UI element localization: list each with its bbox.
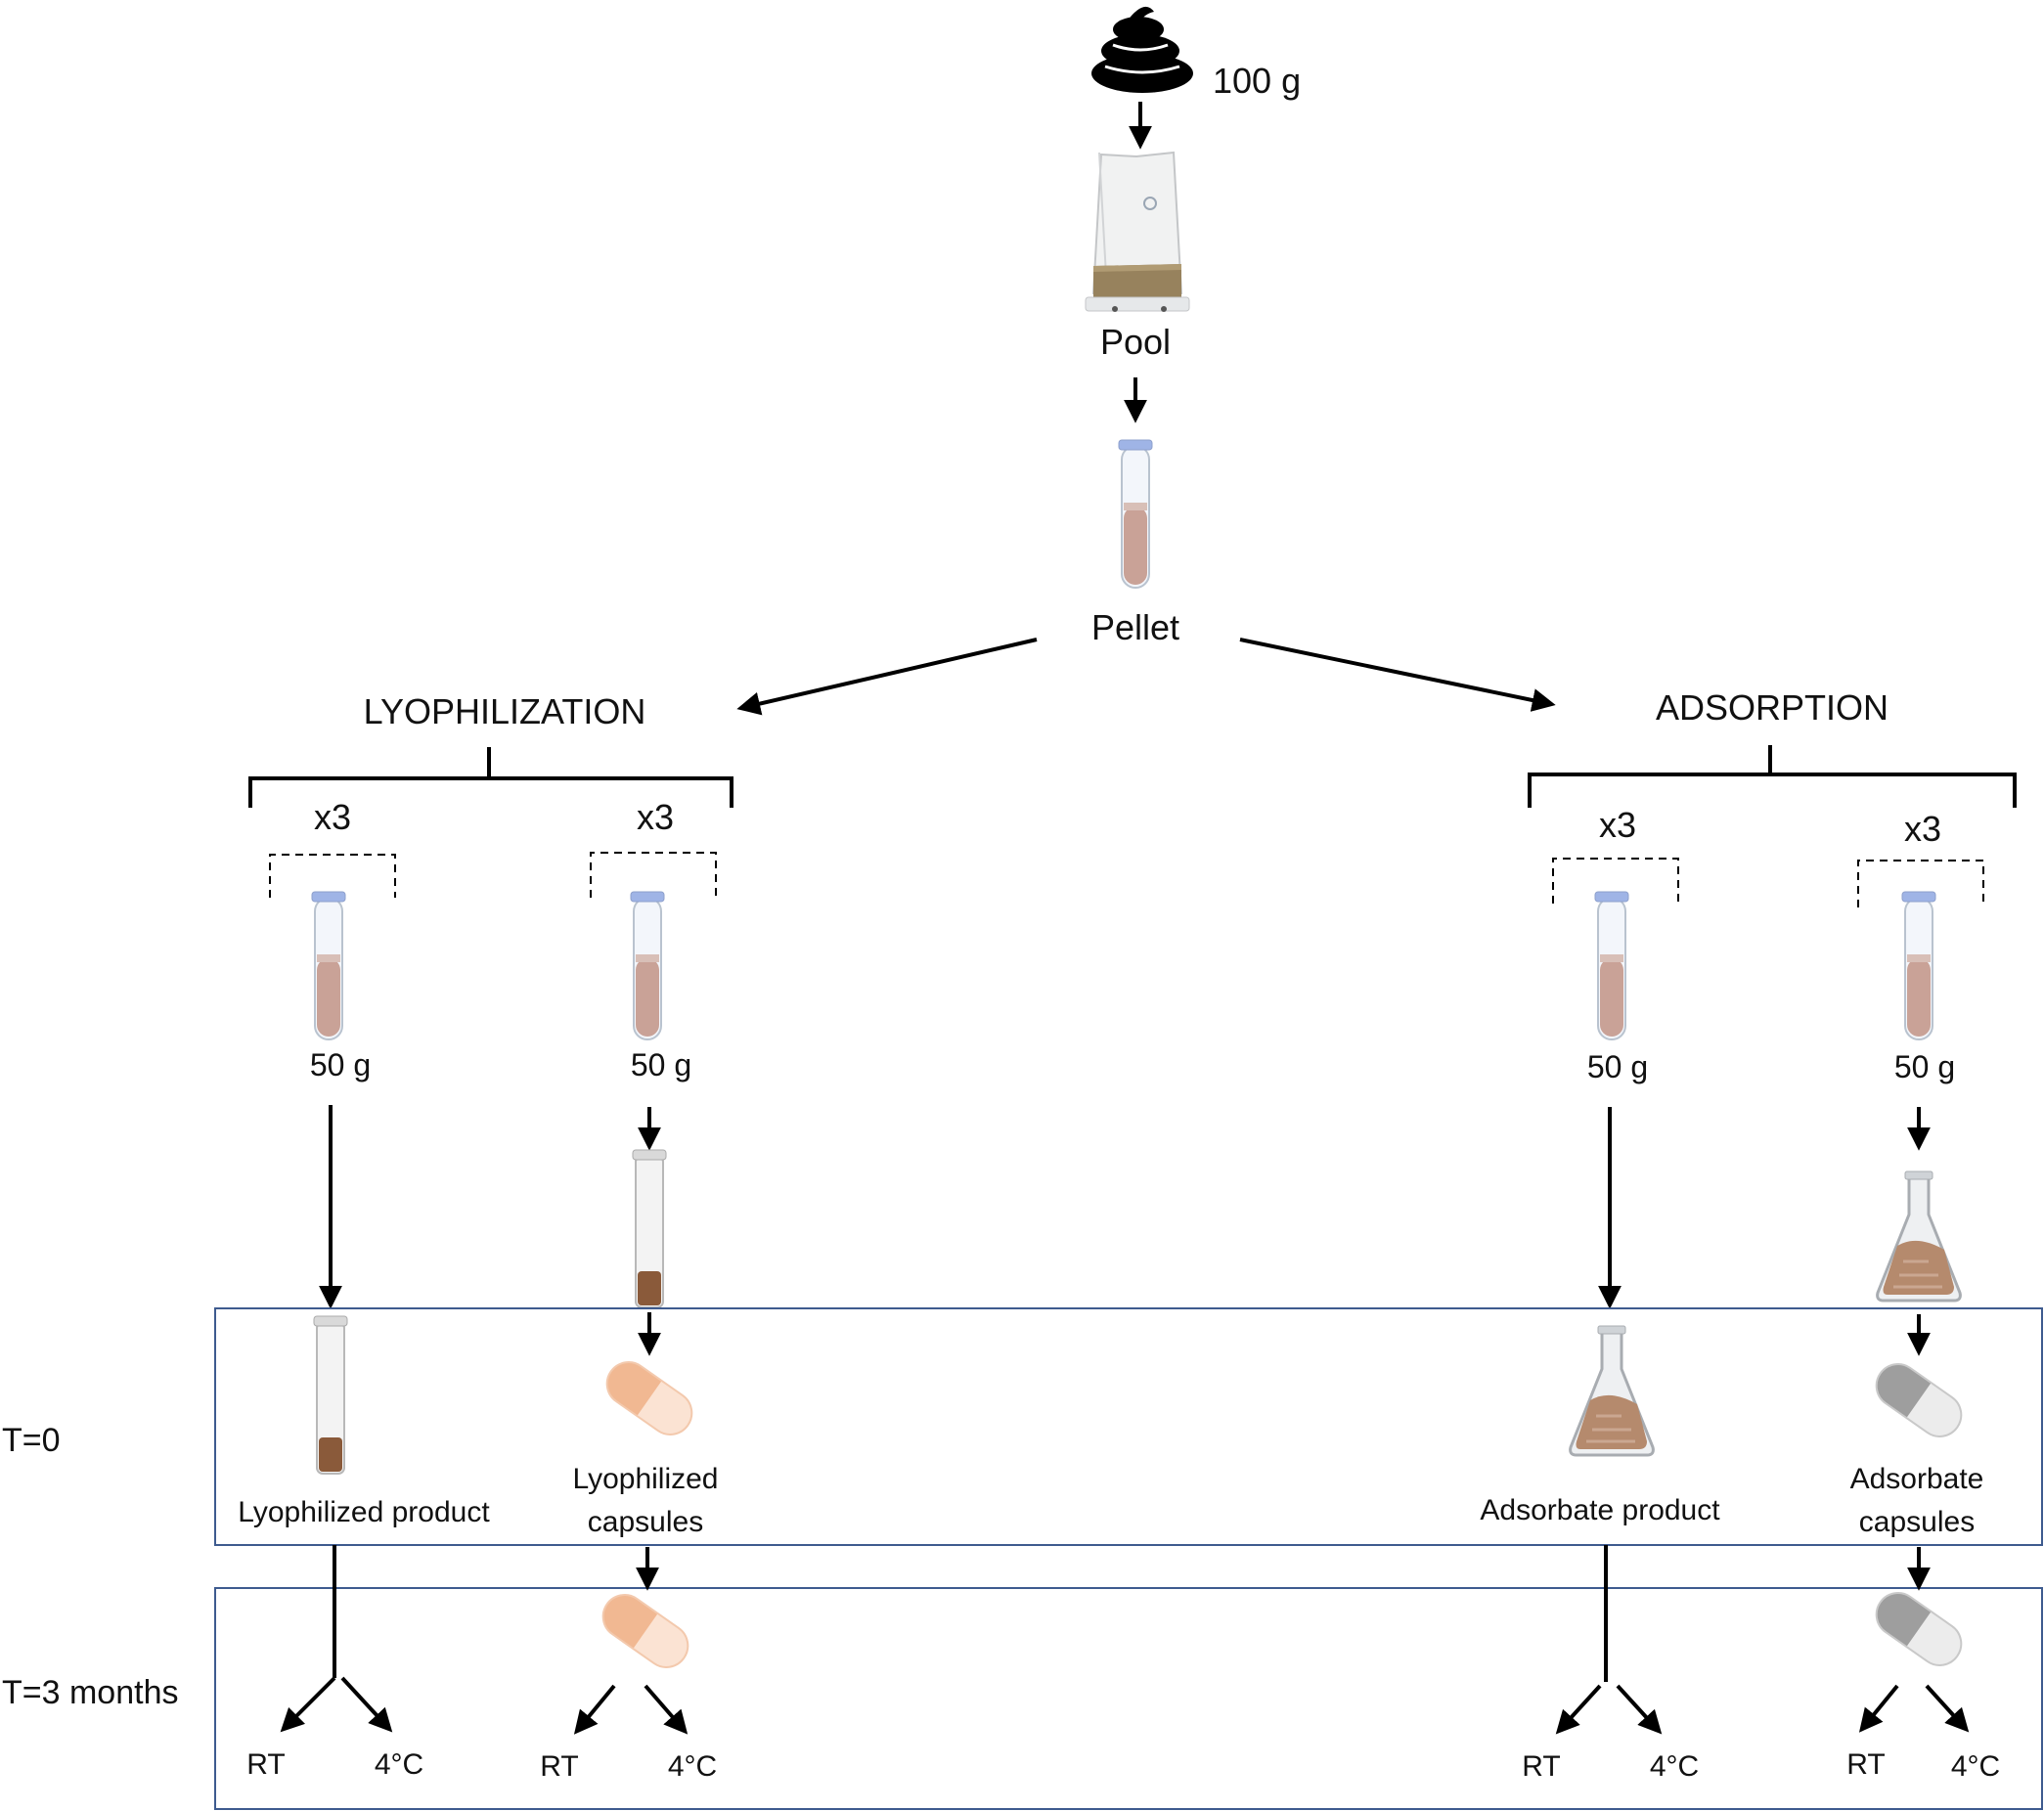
t0-box — [214, 1307, 2043, 1546]
adsorbate-product-label: Adsorbate product — [1480, 1494, 1720, 1526]
capsule-icon — [594, 1585, 697, 1677]
test-tube-icon — [630, 891, 665, 1040]
replicates-label: x3 — [1599, 805, 1636, 845]
adsorption-bracket — [1528, 745, 2017, 808]
pellet-label: Pellet — [1091, 607, 1179, 647]
storage-rt-label: RT — [1522, 1750, 1560, 1783]
lyophilized-tube-icon — [632, 1149, 667, 1308]
storage-rt-label: RT — [246, 1748, 285, 1781]
storage-4c-label: 4°C — [668, 1750, 717, 1783]
lyophilized-capsules-label: capsules — [588, 1506, 703, 1538]
replicate-dashed-brackets — [269, 852, 1984, 907]
storage-rt-label: RT — [540, 1750, 578, 1783]
test-tube-icon — [1594, 891, 1629, 1040]
test-tube-icon — [1901, 891, 1936, 1040]
stool-icon — [1091, 6, 1193, 93]
lyophilized-tube-icon — [313, 1315, 348, 1475]
arrow-to-rt — [280, 1676, 336, 1733]
t3-box — [214, 1587, 2043, 1810]
erlenmeyer-flask-icon — [1876, 1170, 1962, 1303]
aliquot-amount-label: 50 g — [631, 1047, 691, 1082]
arrow-to-4c — [1616, 1684, 1663, 1735]
replicates-label: x3 — [1904, 809, 1941, 849]
capsule-icon — [598, 1352, 701, 1444]
t0-label: T=0 — [2, 1422, 61, 1459]
storage-4c-label: 4°C — [375, 1748, 423, 1781]
arrow-to-4c — [1925, 1684, 1970, 1733]
replicates-label: x3 — [637, 797, 674, 837]
test-tube-icon — [1118, 439, 1153, 589]
capsule-icon — [1867, 1583, 1971, 1675]
source-amount-label: 100 g — [1213, 61, 1301, 101]
adsorbate-capsules-label: Adsorbate — [1850, 1463, 1984, 1495]
arrow-pellet-to-lyophilization — [736, 638, 1038, 716]
arrow-to-4c — [340, 1676, 393, 1733]
lyophilized-capsules-label: Lyophilized — [573, 1463, 719, 1495]
t3-label: T=3 months — [2, 1674, 178, 1711]
test-tube-icon — [311, 891, 346, 1040]
arrow-to-4c — [644, 1684, 689, 1735]
stomacher-bag-icon — [1085, 151, 1190, 312]
adsorbate-capsules-label: capsules — [1859, 1506, 1975, 1538]
pool-label: Pool — [1100, 322, 1171, 362]
aliquot-amount-label: 50 g — [1894, 1049, 1955, 1084]
lyophilization-label: LYOPHILIZATION — [364, 691, 646, 731]
arrow-to-rt — [1858, 1684, 1899, 1733]
storage-rt-label: RT — [1846, 1748, 1885, 1781]
adsorption-label: ADSORPTION — [1656, 687, 1888, 728]
aliquot-amount-label: 50 g — [1587, 1049, 1648, 1084]
aliquot-amount-label: 50 g — [310, 1047, 371, 1082]
arrow-pellet-to-adsorption — [1239, 638, 1556, 712]
storage-4c-label: 4°C — [1650, 1750, 1699, 1783]
arrow-to-rt — [1555, 1684, 1602, 1735]
lyophilization-bracket — [248, 747, 733, 808]
erlenmeyer-flask-icon — [1569, 1324, 1655, 1457]
storage-4c-label: 4°C — [1951, 1750, 2000, 1783]
replicates-label: x3 — [314, 797, 351, 837]
lyophilized-product-label: Lyophilized product — [238, 1496, 490, 1528]
capsule-icon — [1867, 1354, 1971, 1446]
arrow-to-rt — [573, 1684, 616, 1735]
